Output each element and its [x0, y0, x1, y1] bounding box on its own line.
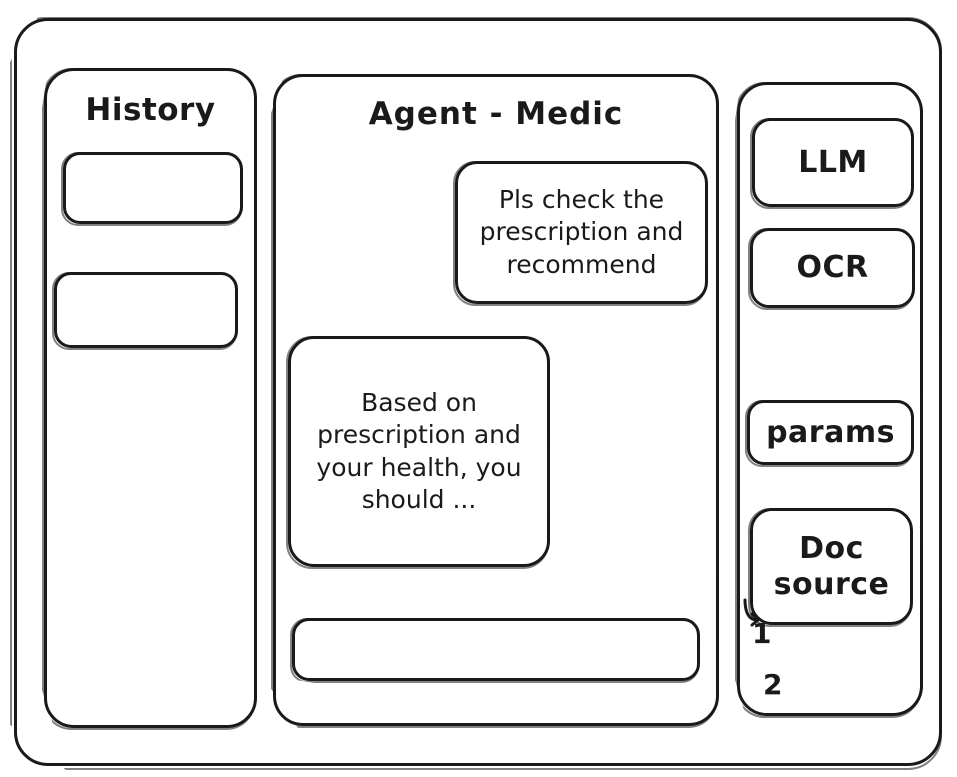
- doc-source-ref-2[interactable]: 2: [763, 668, 783, 701]
- tool-item-llm[interactable]: LLM: [752, 118, 914, 207]
- history-item[interactable]: [63, 152, 243, 224]
- message-composer-input[interactable]: [292, 618, 700, 681]
- tool-item-doc-source[interactable]: Doc source: [750, 508, 913, 625]
- doc-source-ref-1[interactable]: 1: [752, 617, 772, 650]
- agent-panel-title: Agent - Medic: [368, 96, 624, 132]
- history-panel-title: History: [85, 92, 216, 128]
- tool-item-params[interactable]: params: [747, 400, 914, 465]
- agent-message-bubble: Based on prescription and your health, y…: [288, 336, 550, 567]
- user-message-bubble: Pls check the prescription and recommend: [455, 161, 708, 304]
- tool-item-ocr[interactable]: OCR: [750, 228, 915, 308]
- history-item[interactable]: [54, 272, 238, 348]
